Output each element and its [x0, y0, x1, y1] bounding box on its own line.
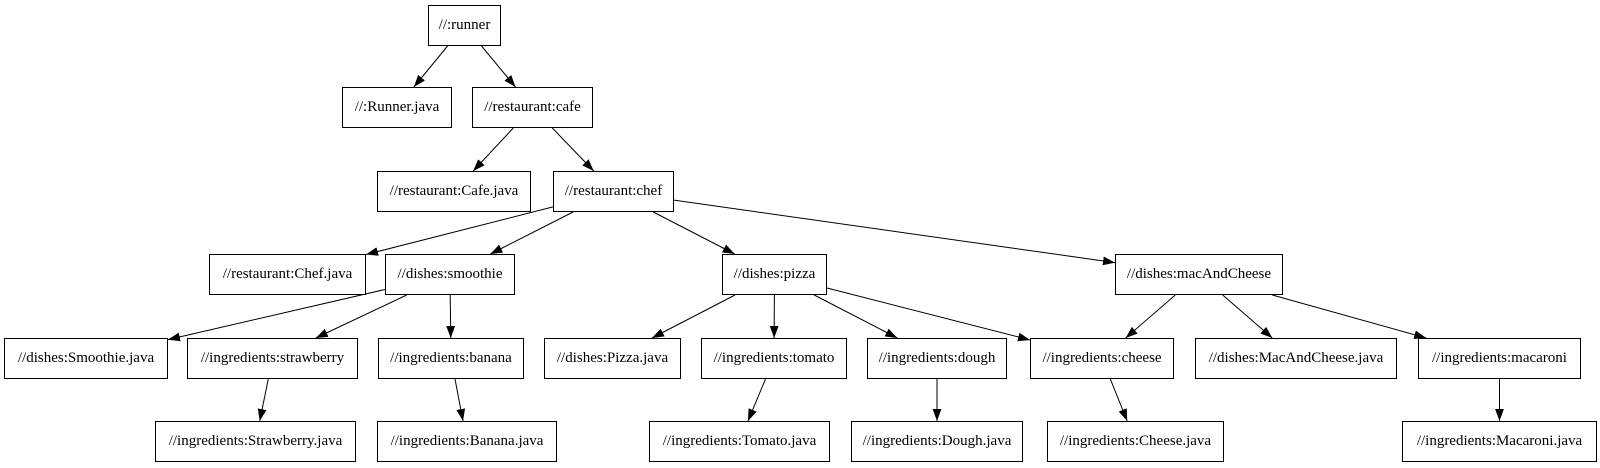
graph-edge-runner-cafe	[481, 45, 516, 88]
graph-node-dough-java: //ingredients:Dough.java	[851, 421, 1023, 462]
graph-node-runner: //:runner	[428, 5, 501, 46]
graph-edge-smoothie-banana	[446, 294, 456, 339]
graph-node-tomato: //ingredients:tomato	[701, 338, 847, 379]
graph-node-label: //dishes:macAndCheese	[1126, 266, 1272, 282]
graph-node-label: //dishes:MacAndCheese.java	[1208, 350, 1384, 366]
graph-edge-macandcheese-macandcheese-java	[1222, 294, 1273, 339]
graph-edge-cafe-cafe-java	[472, 127, 514, 172]
graph-node-label: //restaurant:chef	[564, 183, 663, 199]
graph-node-label: //ingredients:strawberry	[200, 350, 345, 366]
graph-node-chef: //restaurant:chef	[553, 171, 674, 212]
graph-edge-chef-smoothie	[490, 211, 574, 255]
graph-edge-banana-banana-java	[454, 378, 466, 422]
graph-node-label: //ingredients:dough	[878, 350, 996, 366]
graph-node-label: //ingredients:Dough.java	[862, 433, 1012, 449]
graph-edge-pizza-dough	[813, 294, 898, 339]
graph-node-macandcheese-java: //dishes:MacAndCheese.java	[1195, 338, 1397, 379]
graph-node-macandcheese: //dishes:macAndCheese	[1115, 254, 1283, 295]
graph-node-label: //:Runner.java	[354, 99, 440, 115]
graph-node-pizza-java: //dishes:Pizza.java	[544, 338, 681, 379]
graph-edge-chef-chef-java	[365, 206, 554, 256]
graph-node-strawberry-java: //ingredients:Strawberry.java	[155, 421, 356, 462]
graph-node-cafe: //restaurant:cafe	[472, 87, 593, 128]
graph-node-macaroni-java: //ingredients:Macaroni.java	[1402, 421, 1597, 462]
graph-node-cheese-java: //ingredients:Cheese.java	[1047, 421, 1224, 462]
graph-node-label: //dishes:Smoothie.java	[17, 350, 155, 366]
graph-node-label: //ingredients:Banana.java	[390, 433, 544, 449]
graph-edge-cafe-chef	[551, 127, 595, 172]
graph-node-tomato-java: //ingredients:Tomato.java	[649, 421, 830, 462]
graph-edge-cheese-cheese-java	[1109, 378, 1128, 422]
graph-node-smoothie-java: //dishes:Smoothie.java	[4, 338, 168, 379]
graph-edge-macandcheese-macaroni	[1272, 294, 1427, 340]
graph-node-label: //dishes:pizza	[733, 266, 816, 282]
graph-edge-chef-pizza	[653, 211, 735, 255]
graph-node-label: //dishes:smoothie	[397, 266, 503, 282]
graph-node-smoothie: //dishes:smoothie	[385, 254, 515, 295]
graph-node-label: //ingredients:Tomato.java	[662, 433, 817, 449]
graph-node-pizza: //dishes:pizza	[722, 254, 827, 295]
graph-node-runner-java: //:Runner.java	[342, 87, 452, 128]
graph-edge-strawberry-strawberry-java	[257, 378, 269, 422]
graph-edge-smoothie-strawberry	[315, 294, 407, 339]
graph-node-label: //ingredients:Cheese.java	[1059, 433, 1212, 449]
graph-node-label: //ingredients:cheese	[1042, 350, 1162, 366]
graph-edge-runner-runner-java	[413, 45, 448, 88]
graph-node-label: //ingredients:Macaroni.java	[1416, 433, 1583, 449]
graph-edge-pizza-pizza-java	[651, 294, 736, 339]
graph-node-banana-java: //ingredients:Banana.java	[377, 421, 557, 462]
graph-node-label: //restaurant:Chef.java	[222, 266, 353, 282]
graph-edge-macandcheese-cheese	[1125, 294, 1176, 339]
graph-node-label: //ingredients:tomato	[713, 350, 835, 366]
graph-node-label: //ingredients:Strawberry.java	[168, 433, 343, 449]
graph-node-cheese: //ingredients:cheese	[1030, 338, 1174, 379]
graph-edge-chef-macandcheese	[673, 199, 1116, 266]
graph-node-macaroni: //ingredients:macaroni	[1418, 338, 1581, 379]
graph-node-label: //:runner	[438, 17, 491, 33]
graph-node-label: //restaurant:Cafe.java	[389, 183, 519, 199]
graph-edge-smoothie-smoothie-java	[167, 289, 386, 342]
graph-node-label: //dishes:Pizza.java	[556, 350, 669, 366]
graph-node-banana: //ingredients:banana	[378, 338, 524, 379]
graph-node-label: //restaurant:cafe	[484, 99, 581, 115]
graph-node-label: //ingredients:macaroni	[1432, 350, 1567, 366]
graph-edge-tomato-tomato-java	[747, 378, 766, 422]
graph-node-strawberry: //ingredients:strawberry	[187, 338, 358, 379]
graph-node-dough: //ingredients:dough	[867, 338, 1007, 379]
graph-node-chef-java: //restaurant:Chef.java	[209, 254, 366, 295]
graph-node-label: //ingredients:banana	[390, 350, 512, 366]
graph-edge-pizza-cheese	[826, 287, 1031, 342]
graph-node-cafe-java: //restaurant:Cafe.java	[377, 171, 531, 212]
